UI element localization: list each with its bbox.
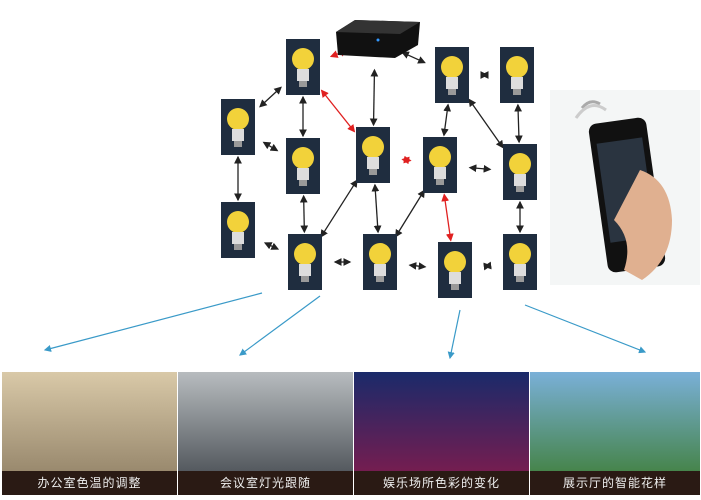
smart-bulb-icon (435, 47, 469, 103)
scene-arrow (43, 292, 263, 352)
scene-caption: 展示厅的智能花样 (530, 471, 700, 495)
link-arrow (259, 86, 282, 108)
link-arrow (401, 155, 412, 165)
scene-caption: 办公室色温的调整 (2, 471, 177, 495)
smart-bulb-icon (503, 144, 537, 200)
scene-arrow (524, 304, 647, 354)
network-graph (43, 20, 700, 360)
link-arrow (299, 194, 309, 234)
smart-bulb-icon (288, 234, 322, 290)
smart-bulb-icon (221, 202, 255, 258)
smart-bulb-icon (356, 127, 390, 183)
smartphone-remote-icon (550, 90, 700, 285)
smart-bulb-icon (503, 234, 537, 290)
scene-arrow (239, 295, 321, 356)
link-arrow (320, 179, 358, 238)
link-arrow (514, 103, 523, 144)
link-arrow (441, 193, 454, 242)
link-arrow (371, 183, 382, 234)
smart-bulb-icon (363, 234, 397, 290)
link-arrow (395, 189, 425, 238)
scene-caption: 会议室灯光跟随 (178, 471, 353, 495)
link-arrow (263, 242, 280, 250)
link-arrow (320, 89, 356, 133)
smart-bulb-icon (286, 138, 320, 194)
link-arrow (483, 261, 492, 271)
link-arrow (468, 98, 504, 149)
link-arrow (369, 68, 379, 127)
smart-bulb-icon (500, 47, 534, 103)
link-arrow (401, 51, 426, 64)
link-arrow (440, 103, 452, 137)
link-arrow (408, 261, 427, 271)
scene-entertainment: 娱乐场所色彩的变化 (354, 372, 529, 495)
smart-bulb-icon (423, 137, 457, 193)
smart-bulb-icon (438, 242, 472, 298)
link-arrow (262, 141, 279, 152)
smart-bulb-icon (221, 99, 255, 155)
scene-office: 办公室色温的调整 (2, 372, 177, 495)
router-hub-icon (336, 20, 420, 58)
scene-caption: 娱乐场所色彩的变化 (354, 471, 529, 495)
scene-arrow (447, 309, 461, 360)
scene-showroom: 展示厅的智能花样 (530, 372, 700, 495)
smart-bulb-icon (286, 39, 320, 95)
scene-meeting-room: 会议室灯光跟随 (178, 372, 353, 495)
link-arrow (468, 164, 492, 173)
